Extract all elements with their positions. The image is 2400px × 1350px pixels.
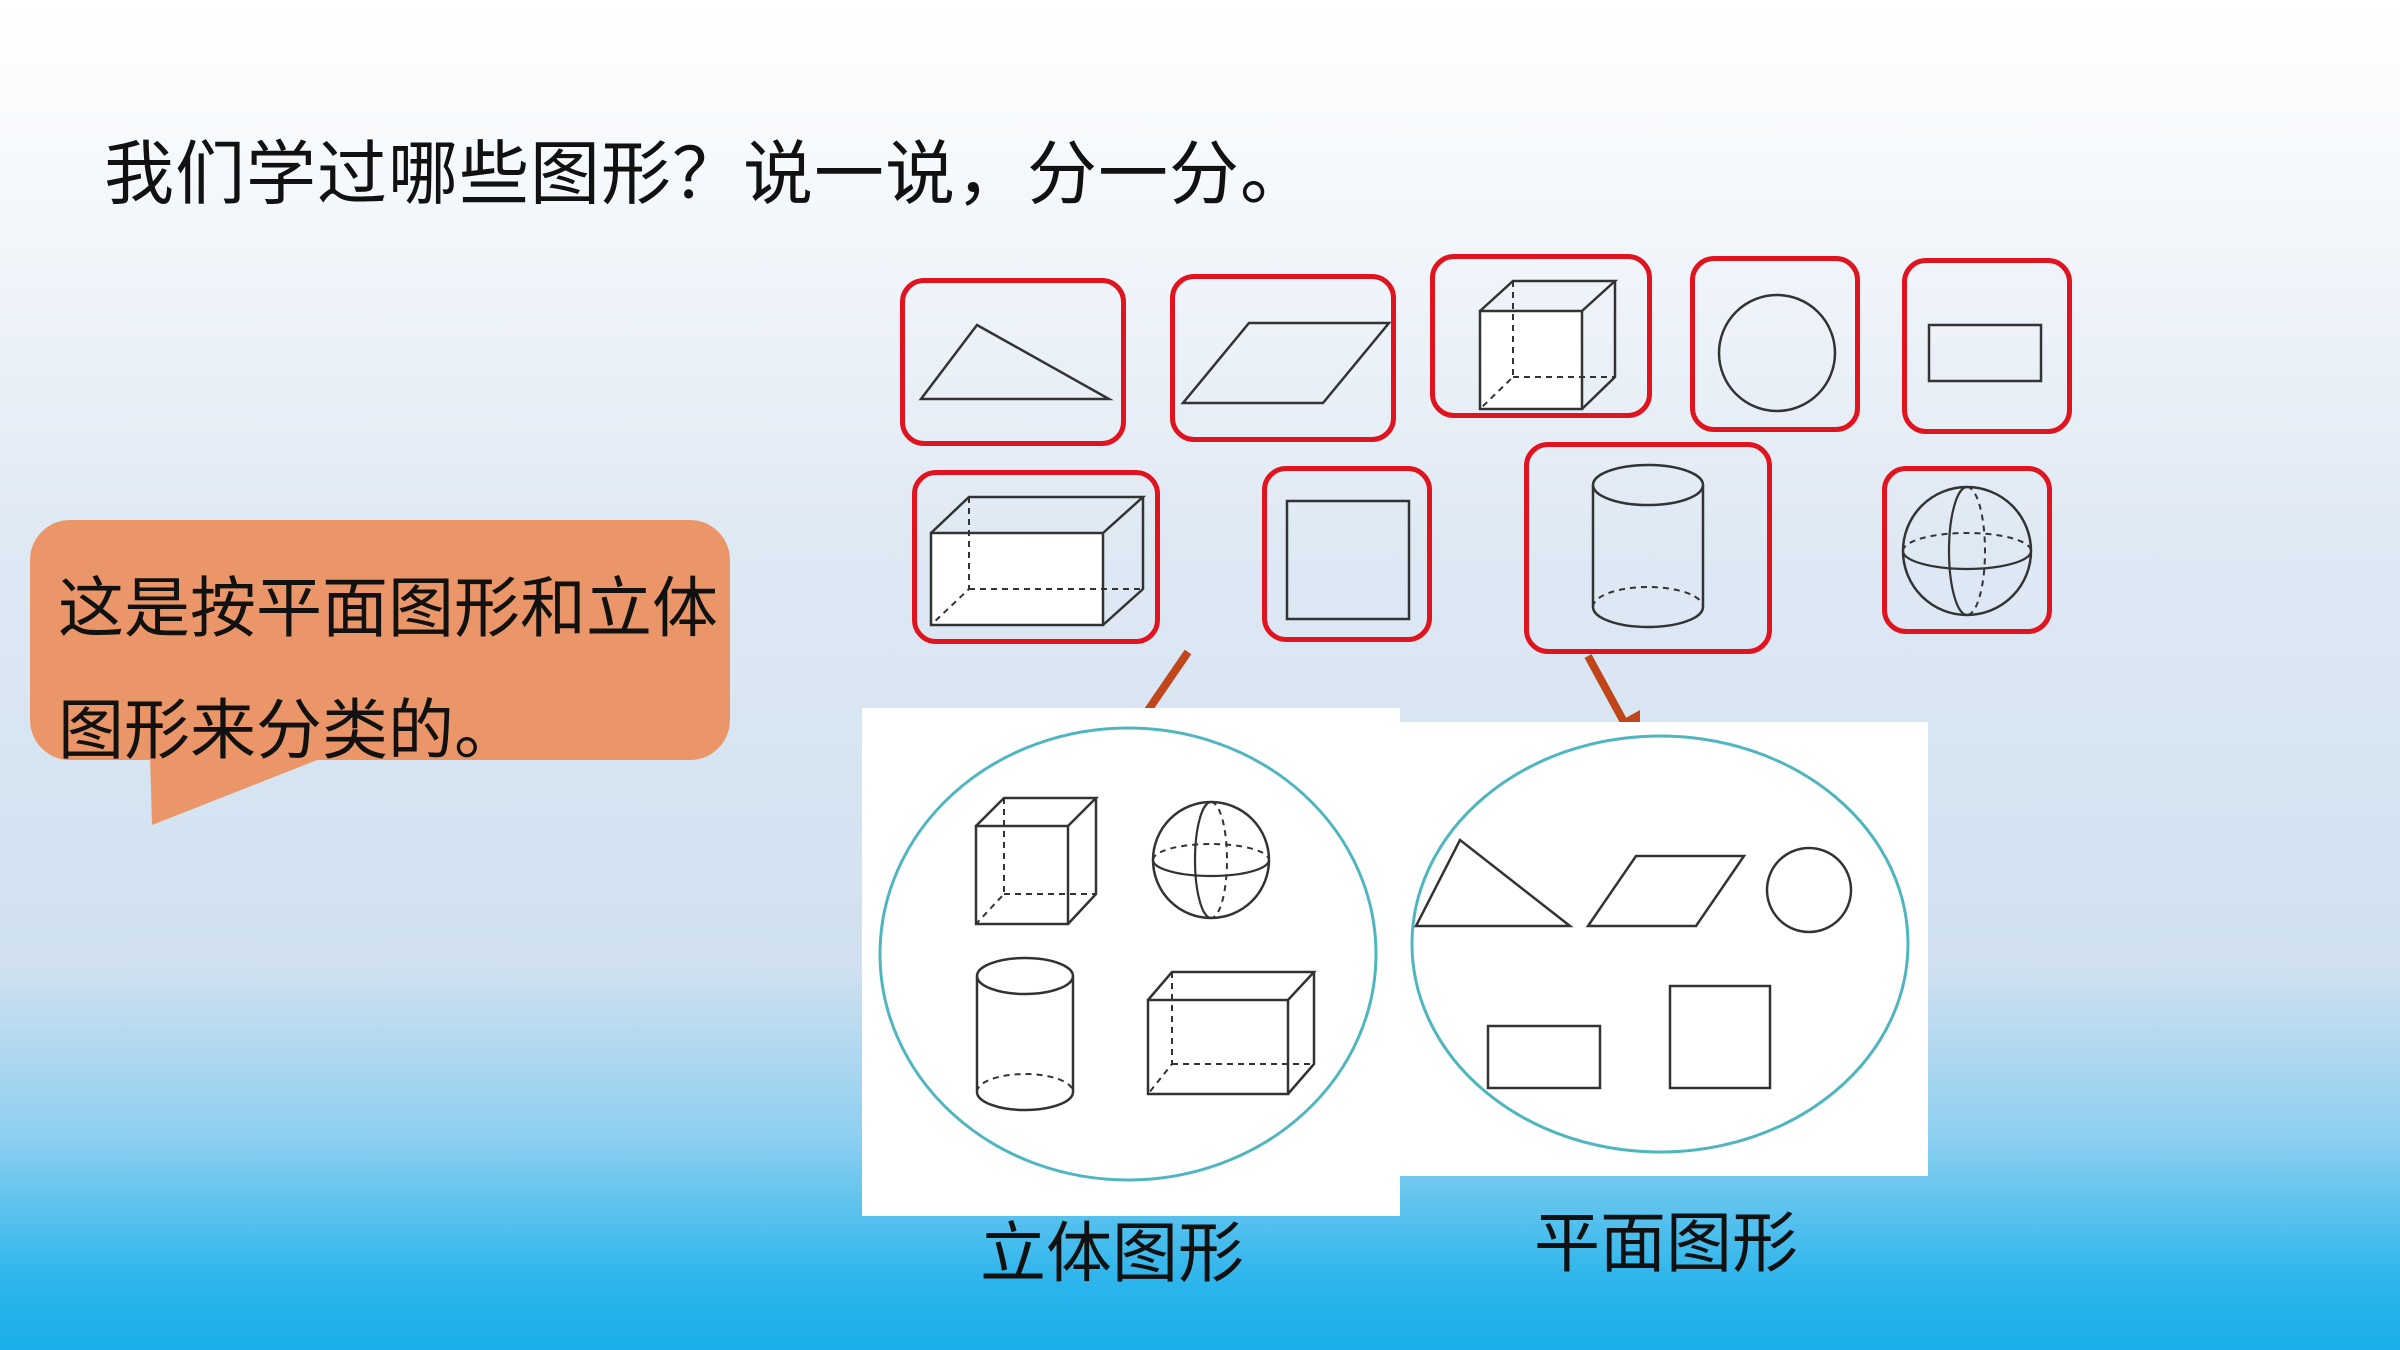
circle-icon [1765, 846, 1853, 934]
cylinder-icon [975, 956, 1075, 1112]
circle-icon [1717, 293, 1837, 413]
parallelogram-card[interactable] [1170, 274, 1396, 442]
cylinder-card[interactable] [1524, 442, 1772, 654]
sphere-icon [1901, 485, 2033, 617]
cylinder-icon [1591, 463, 1705, 629]
page-title: 我们学过哪些图形？说一说，分一分。 [104, 133, 1311, 215]
triangle-icon [918, 323, 1114, 401]
cube-card[interactable] [1430, 254, 1652, 418]
sphere-card[interactable] [1882, 466, 2052, 634]
sphere-icon [1151, 800, 1271, 920]
cuboid-icon [1146, 970, 1317, 1096]
square-icon [1668, 984, 1772, 1090]
triangle-card[interactable] [900, 278, 1126, 446]
square-card[interactable] [1262, 466, 1432, 642]
circle-card[interactable] [1690, 256, 1860, 432]
rectangle-icon [1486, 1024, 1602, 1090]
bubble-text: 这是按平面图形和立体图形来分类的。 [58, 570, 718, 769]
rectangle-card[interactable] [1902, 258, 2072, 434]
cube-icon [1478, 279, 1619, 411]
solid-figures-panel [862, 708, 1400, 1216]
triangle-icon [1413, 838, 1574, 928]
speech-bubble [30, 520, 730, 825]
rectangle-icon [1927, 323, 2043, 383]
parallelogram-icon [1180, 321, 1391, 405]
cuboid-icon [929, 495, 1147, 627]
arrow-to-planes [1584, 654, 1628, 724]
plane-figures-label: 平面图形 [1534, 1205, 1798, 1282]
cuboid-card[interactable] [912, 470, 1160, 644]
solid-figures-label: 立体图形 [980, 1215, 1244, 1292]
plane-figures-group [1410, 734, 1910, 1154]
solid-figures-group [878, 726, 1378, 1182]
cube-icon [974, 796, 1100, 926]
parallelogram-icon [1585, 854, 1747, 928]
square-icon [1285, 499, 1411, 621]
